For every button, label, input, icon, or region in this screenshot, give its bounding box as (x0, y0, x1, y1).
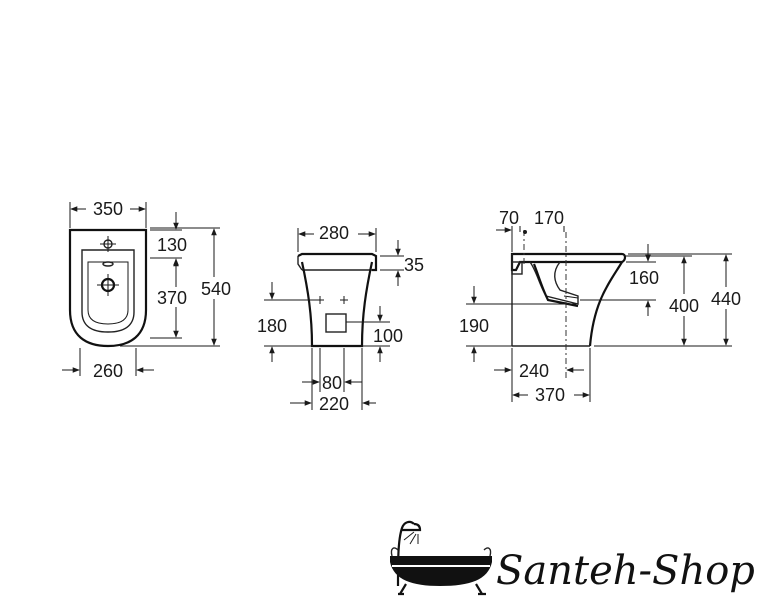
dim-front-width-top: 350 (93, 199, 123, 219)
front-view-outline (68, 228, 148, 348)
dim-back-top-width: 280 (319, 223, 349, 243)
bathtub-shower-icon (390, 520, 492, 596)
dim-back-outlet-height: 100 (373, 326, 403, 346)
dim-side-base-depth: 370 (535, 385, 565, 405)
back-view-body (300, 261, 374, 348)
side-view-bowl (529, 261, 579, 305)
dim-back-fixing-height: 180 (257, 316, 287, 336)
dim-back-rim-drop: 35 (404, 255, 424, 275)
side-view-front-face (588, 261, 623, 347)
side-view: 70 170 160 400 440 190 240 (459, 208, 746, 405)
dim-side-tap-offset: 170 (534, 208, 564, 228)
dim-front-bowl-depth: 370 (157, 288, 187, 308)
dim-front-total-height: 540 (201, 279, 231, 299)
side-view-rim (510, 252, 627, 272)
fixing-hole-right-icon (340, 296, 348, 304)
front-view-bowl (81, 249, 135, 333)
front-view: 350 130 370 540 260 (62, 198, 237, 381)
back-view: 280 35 180 100 80 220 (257, 222, 424, 414)
fixing-hole-left-icon (316, 296, 324, 304)
drain-icon (97, 274, 119, 296)
dim-front-width-bottom: 260 (93, 361, 123, 381)
dim-front-top-to-hole: 130 (157, 235, 187, 255)
dim-side-total-height: 440 (711, 289, 741, 309)
dim-side-inlet-offset: 70 (499, 208, 519, 228)
dim-side-outlet-height: 190 (459, 316, 489, 336)
back-view-rim (297, 252, 378, 272)
dim-back-fixing-spacing: 80 (322, 373, 342, 393)
dim-side-rim-depth: 160 (629, 268, 659, 288)
tap-hole-icon (100, 236, 116, 252)
logo-text: Santeh-Shop (496, 548, 755, 594)
dim-side-rim-height: 400 (669, 296, 699, 316)
dim-side-outlet-distance: 240 (519, 361, 549, 381)
santeh-shop-logo: Santeh-Shop (390, 520, 755, 596)
dim-back-base-width: 220 (319, 394, 349, 414)
